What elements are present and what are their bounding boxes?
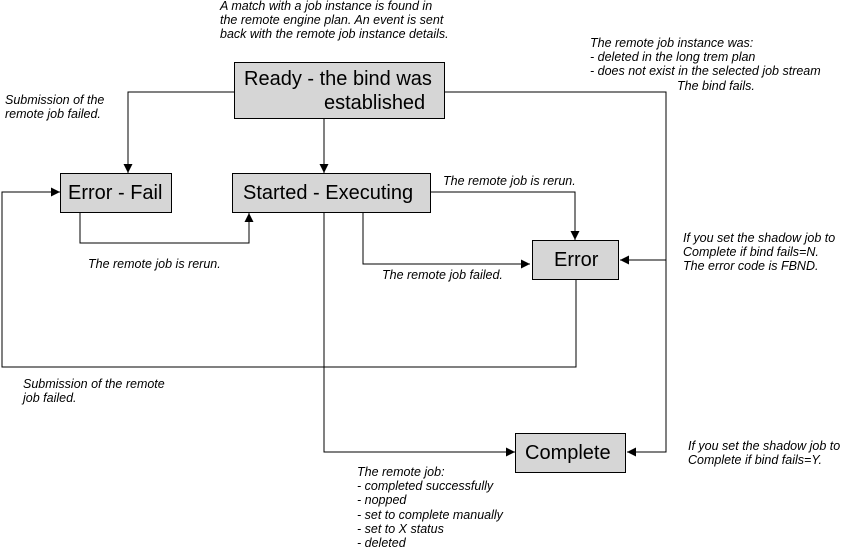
note-bind-fails-y-line-1: If you set the shadow job to	[688, 439, 841, 453]
state-started-executing: Started - Executing	[232, 173, 431, 213]
note-outcomes-line-2: - completed successfully	[357, 479, 494, 494]
note-outcomes-line-3: - nopped	[357, 493, 407, 508]
edge-started-to-error-failed	[362, 213, 530, 269]
state-complete: Complete	[515, 433, 626, 473]
note-bind-fails-n: If you set the shadow job to Complete if…	[683, 231, 835, 274]
state-error: Error	[532, 240, 619, 280]
state-complete-label: Complete	[525, 442, 611, 464]
state-ready-line-2: established	[324, 92, 426, 114]
note-bind-fails-y: If you set the shadow job to Complete if…	[688, 439, 840, 467]
note-outcomes-line-6: - deleted	[357, 536, 406, 551]
note-bind-fails-n-line-3: The error code is FBND.	[683, 259, 819, 274]
note-match-found: A match with a job instance is found in …	[220, 0, 449, 42]
note-bind-fails-y-line-2: Complete if bind fails=Y.	[688, 453, 822, 468]
note-rerun-bottom-line: The remote job is rerun.	[88, 257, 221, 271]
note-remote-job-outcomes: The remote job: - completed successfully…	[357, 465, 503, 550]
note-submission-failed-2-line-1: Submission of the remote	[23, 377, 165, 391]
note-submission-failed-1: Submission of the remote job failed.	[5, 93, 104, 121]
note-outcomes-line-1: The remote job:	[357, 465, 445, 479]
note-bind-fails-n-line-1: If you set the shadow job to	[683, 231, 836, 245]
note-rerun-bottom: The remote job is rerun.	[88, 257, 221, 271]
note-remote-failed-line: The remote job failed.	[382, 268, 503, 282]
note-remote-instance: The remote job instance was: - deleted i…	[590, 36, 821, 93]
note-remote-instance-line-3: - does not exist in the selected job str…	[590, 64, 821, 79]
state-error-label: Error	[554, 249, 599, 271]
edge-error-fail-rerun	[79, 213, 254, 244]
note-match-found-line-3: back with the remote job instance detail…	[220, 27, 449, 42]
edge-started-to-complete	[323, 213, 515, 457]
note-match-found-line-1: A match with a job instance is found in	[220, 0, 433, 13]
note-remote-instance-line-4: The bind fails.	[677, 78, 755, 93]
note-bind-fails-n-line-2: Complete if bind fails=N.	[683, 245, 819, 260]
edge-error-to-error-fail	[1, 187, 577, 368]
note-remote-failed: The remote job failed.	[382, 268, 503, 282]
note-submission-failed-2: Submission of the remote job failed.	[23, 377, 165, 405]
note-outcomes-line-4: - set to complete manually	[357, 507, 503, 522]
state-error-fail-label: Error - Fail	[68, 182, 163, 204]
note-rerun-top-line: The remote job is rerun.	[443, 174, 576, 188]
note-remote-instance-line-1: The remote job instance was:	[590, 36, 754, 50]
note-submission-failed-1-line-1: Submission of the	[5, 93, 105, 107]
note-rerun-top: The remote job is rerun.	[443, 174, 576, 188]
edge-ready-to-error-fail	[123, 91, 234, 173]
state-ready-line-1: Ready - the bind was	[244, 68, 432, 90]
note-match-found-line-2: the remote engine plan. An event is sent	[220, 13, 444, 28]
note-submission-failed-1-line-2: remote job failed.	[5, 107, 101, 122]
state-started-label: Started - Executing	[243, 182, 414, 204]
edge-started-to-error-rerun	[430, 191, 580, 240]
state-error-fail: Error - Fail	[60, 173, 172, 213]
edge-ready-to-complete	[444, 91, 667, 457]
state-ready: Ready - the bind was established	[234, 62, 445, 119]
note-remote-instance-line-2: - deleted in the long trem plan	[590, 50, 756, 65]
note-submission-failed-2-line-2: job failed.	[23, 391, 77, 406]
note-outcomes-line-5: - set to X status	[357, 521, 444, 536]
